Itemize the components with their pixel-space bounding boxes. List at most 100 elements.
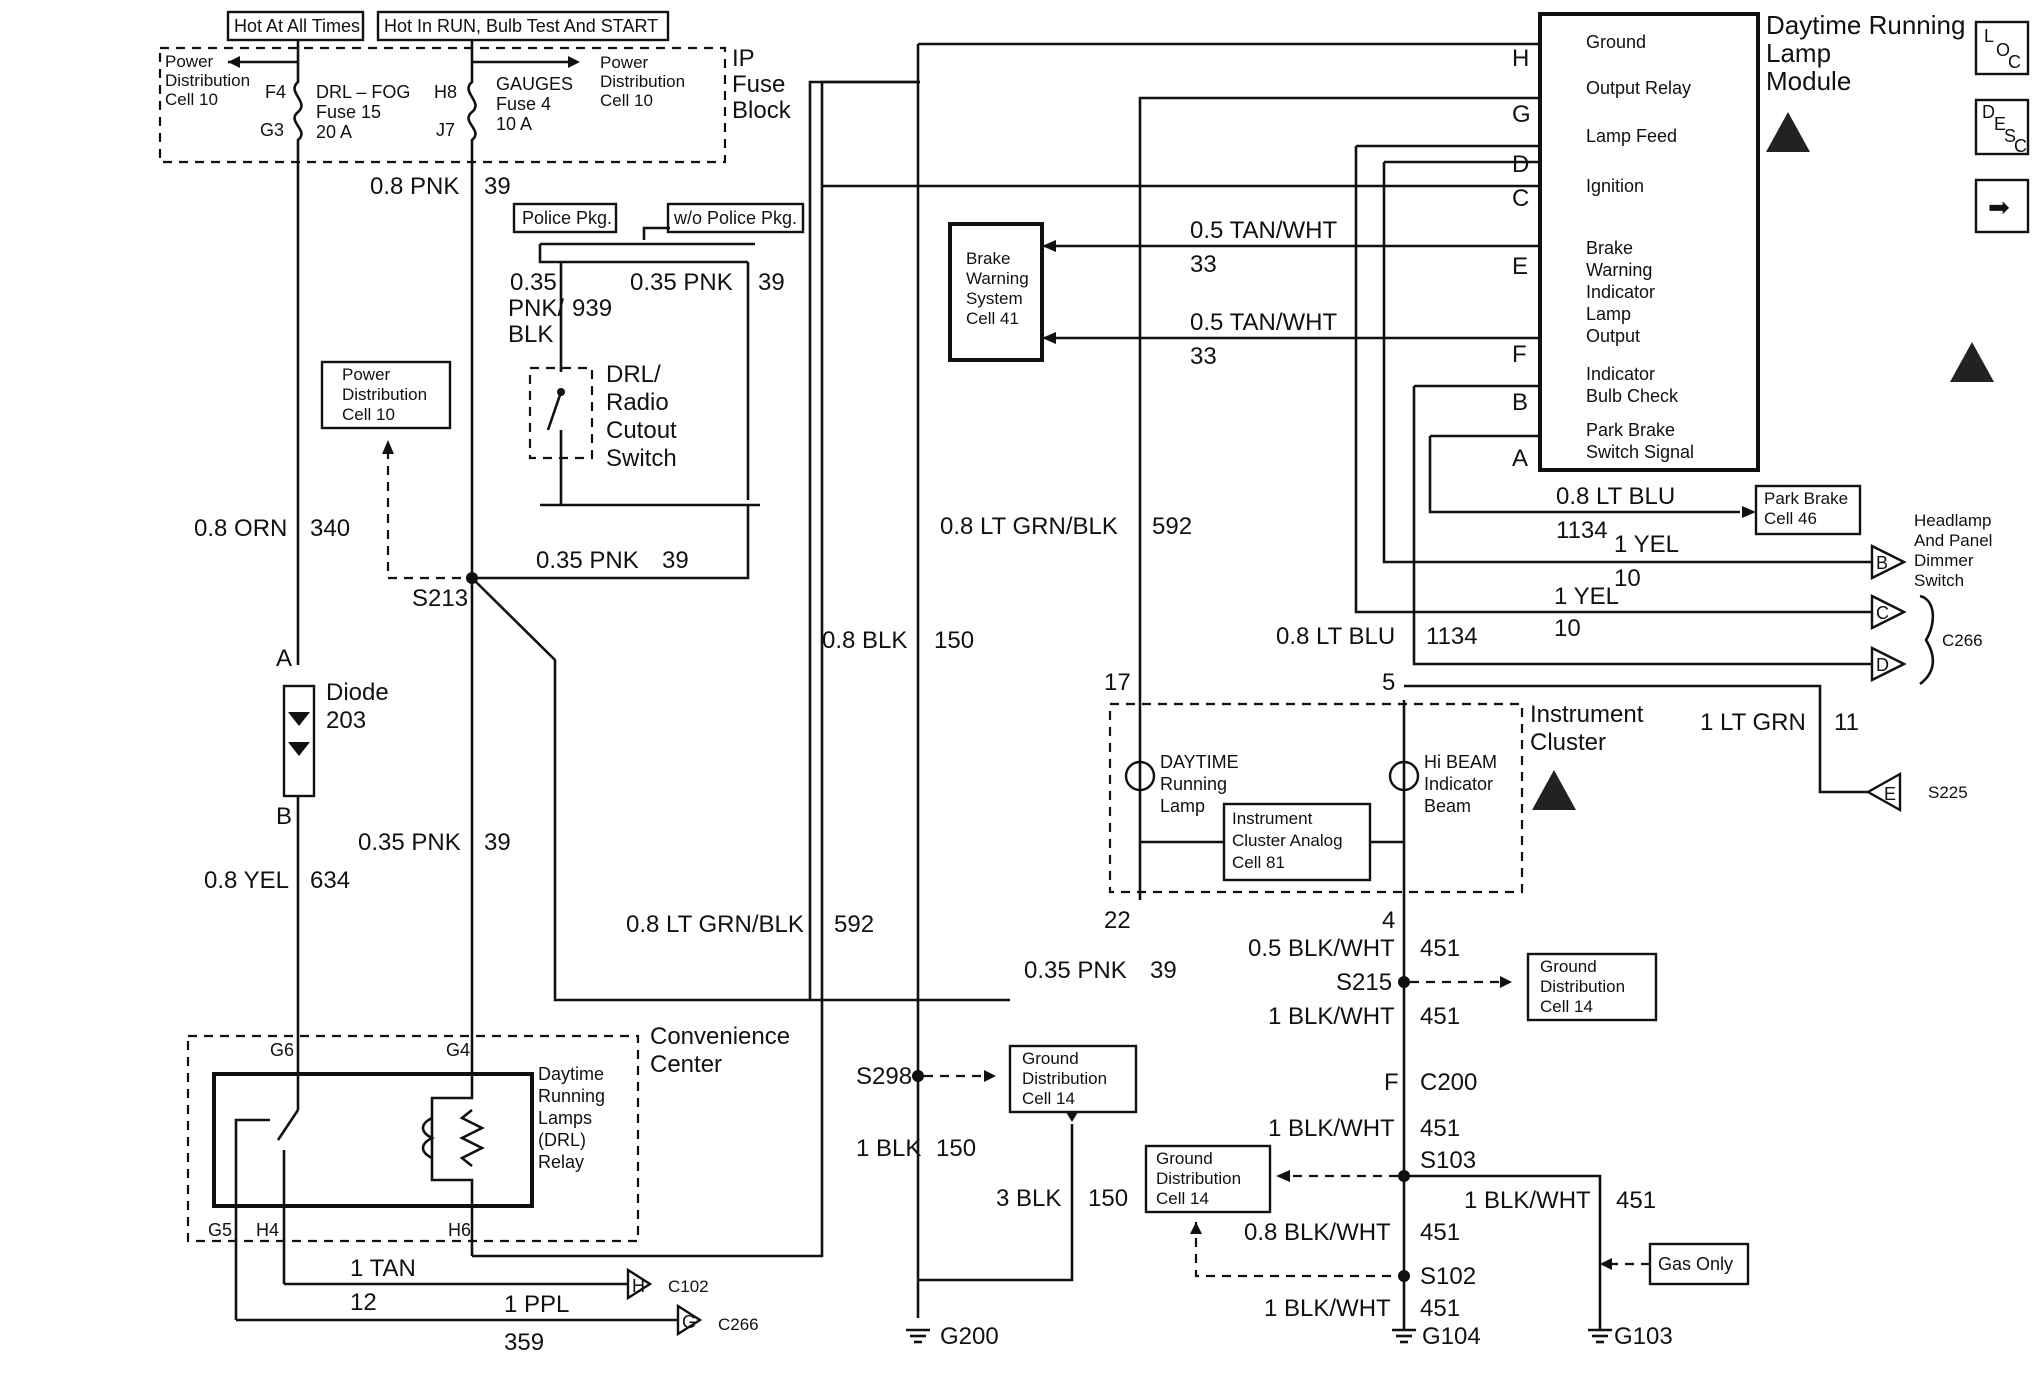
desc-button[interactable]: D E S C	[1974, 98, 2030, 156]
cluster-pin-17: 17	[1104, 669, 1131, 696]
drl-module-box	[1538, 12, 1760, 472]
wire-orn-label: 0.8 ORN	[194, 515, 287, 542]
wire-blkwht05-label: 0.5 BLK/WHT	[1248, 935, 1395, 962]
wire-ltgrnblk2-number: 592	[834, 911, 874, 938]
left-pd-arrow-icon	[228, 56, 240, 68]
esd-warning-icon	[1532, 112, 1994, 810]
wire-ltblu-label: 0.8 LT BLU	[1556, 483, 1675, 510]
ground-dist-box-1	[1008, 1044, 1138, 1114]
module-pin-letter-b: B	[1512, 389, 1528, 416]
cluster-pin-4: 4	[1382, 907, 1395, 934]
power-distribution-box	[320, 360, 452, 430]
wire-3blk-label: 3 BLK	[996, 1185, 1061, 1212]
tanwht-arrow-2-icon	[1042, 332, 1056, 344]
wo-police-pkg-box	[666, 202, 805, 234]
hot-at-all-times-label: Hot At All Times	[234, 16, 360, 36]
wire-pnkblk-label-3: BLK	[508, 321, 553, 348]
loc-button[interactable]: L O C	[1974, 20, 2030, 76]
fuse4-symbol	[467, 40, 477, 168]
loc-letter-c: C	[2008, 52, 2021, 72]
wire-blkwht1c-number: 451	[1616, 1187, 1656, 1214]
headlamp-switch-label-1: Headlamp	[1914, 511, 1992, 530]
ground-dist-1-label-3: Cell 14	[1022, 1089, 1075, 1108]
fuse-right-pd-ref-3: Cell 10	[600, 91, 653, 110]
s213-label: S213	[412, 585, 468, 612]
instrument-cluster-label-2: Cluster	[1530, 729, 1606, 756]
convenience-center-outline	[186, 1034, 640, 1243]
wire-ltblu-number: 1134	[1556, 517, 1608, 544]
relay-label-4: (DRL)	[538, 1130, 586, 1150]
next-page-button[interactable]: ➡	[1974, 178, 2030, 234]
ip-fuse-block-outline	[158, 46, 727, 164]
wire-ltblu2-label: 0.8 LT BLU	[1276, 623, 1395, 650]
pin-h4: H4	[256, 1220, 279, 1240]
g200-label: G200	[940, 1323, 999, 1350]
module-pin-letter-c: C	[1512, 185, 1529, 212]
drl-switch-label-1: DRL/	[606, 361, 661, 388]
module-pin-letter-g: G	[1512, 101, 1531, 128]
relay-label-2: Running	[538, 1086, 605, 1106]
ground-dist-1-label-2: Distribution	[1022, 1069, 1107, 1088]
wire-1blk-number: 150	[936, 1135, 976, 1162]
fuse-left-pd-ref-3: Cell 10	[165, 90, 218, 109]
wire-blkwht1b-label: 1 BLK/WHT	[1268, 1115, 1395, 1142]
pin-h6: H6	[448, 1220, 471, 1240]
module-pin-bwil-5: Output	[1586, 326, 1640, 346]
module-pin-letter-h: H	[1512, 45, 1529, 72]
ground-dist-box-2	[1526, 952, 1658, 1022]
hibeam-label-2: Indicator	[1424, 774, 1493, 794]
ground-dist-3-label-3: Cell 14	[1156, 1189, 1209, 1208]
wire-yel-c	[1354, 146, 1872, 614]
cluster-pin-22: 22	[1104, 907, 1131, 934]
module-pin-bwil-1: Brake	[1586, 238, 1633, 258]
wire-blk150-number: 150	[934, 627, 974, 654]
wire-pnk-s213-number: 39	[662, 547, 689, 574]
park-brake-arrow-icon	[1742, 506, 1756, 518]
wire-ppl-label: 1 PPL	[504, 1291, 569, 1318]
wire-pnk-top-number: 39	[484, 173, 511, 200]
wire-blkwht05-number: 451	[1420, 935, 1460, 962]
wire-yel-b	[1382, 162, 1872, 564]
wire-s213-to-cluster	[471, 577, 1010, 1002]
drl-switch-label-3: Cutout	[606, 417, 677, 444]
park-brake-label-1: Park Brake	[1764, 489, 1848, 508]
wire-3blk-150	[918, 1124, 1074, 1282]
police-option-line	[642, 226, 670, 240]
police-branch	[538, 244, 748, 264]
drl-switch-label-2: Radio	[606, 389, 669, 416]
g200-ground-icon	[906, 1328, 930, 1344]
hibeam-indicator-bulb-icon	[1388, 760, 1420, 792]
wire-ppl-number: 359	[504, 1329, 544, 1356]
headlamp-switch-label-2: And Panel	[1914, 531, 1992, 550]
drl-lamp-label-3: Lamp	[1160, 796, 1205, 816]
brake-warning-box	[948, 222, 1044, 362]
wire-yel1-number: 10	[1614, 565, 1641, 592]
wire-blkwht08-label: 0.8 BLK/WHT	[1244, 1219, 1391, 1246]
fuse-g3-label: G3	[260, 120, 284, 140]
next-arrow-icon: ➡	[1988, 192, 2010, 222]
ground-dist-1-label-1: Ground	[1022, 1049, 1079, 1068]
drl-indicator-bulb-icon	[1124, 760, 1156, 792]
wire-yel1-label: 1 YEL	[1614, 531, 1679, 558]
s298-arrow-icon	[984, 1070, 996, 1082]
c266-pin: G	[682, 1312, 696, 1332]
module-pin-letter-a: A	[1512, 445, 1528, 472]
s215-arrow-icon	[1500, 976, 1512, 988]
desc-letter-e: E	[1994, 114, 2006, 134]
fuse-left-pd-ref-2: Distribution	[165, 71, 250, 90]
wire-blkwht08-number: 451	[1420, 1219, 1460, 1246]
module-pin-ibc-2: Bulb Check	[1586, 386, 1679, 406]
desc-letter-s: S	[2004, 126, 2016, 146]
diode-label-2: 203	[326, 707, 366, 734]
wire-ltblu-park	[1428, 436, 1740, 514]
module-pin-ground: Ground	[1586, 32, 1646, 52]
drl-module-title-2: Lamp	[1766, 38, 1831, 68]
pd-dashed-link	[386, 450, 472, 580]
c102-label: C102	[668, 1277, 709, 1296]
relay-label-1: Daytime	[538, 1064, 604, 1084]
module-pin-bwil-3: Indicator	[1586, 282, 1655, 302]
hibeam-label-3: Beam	[1424, 796, 1471, 816]
fuse4-amps: 10 A	[496, 114, 532, 134]
fuse15-name: DRL – FOG	[316, 82, 410, 102]
wire-pnk-s213-label: 0.35 PNK	[536, 547, 639, 574]
